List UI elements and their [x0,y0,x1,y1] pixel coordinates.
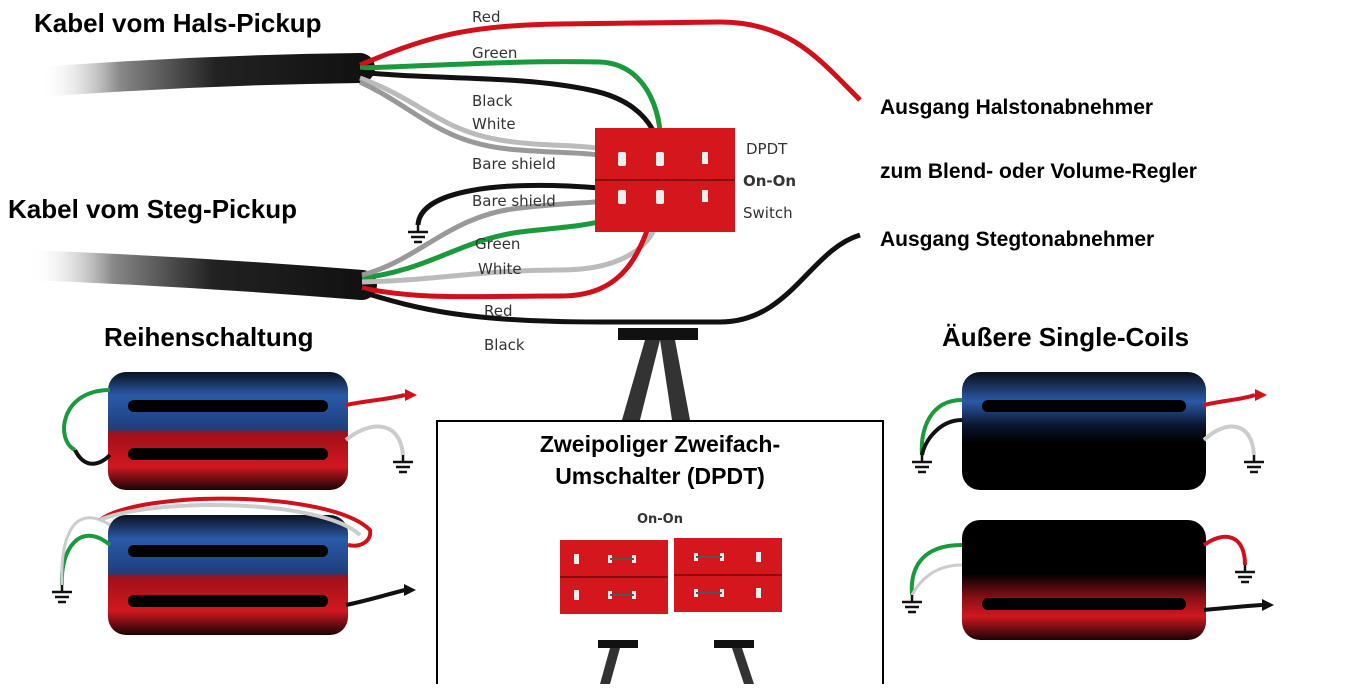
dpdt-position-2 [674,538,782,684]
wire-label-bridge-black: Black [484,336,525,354]
bridge-output-label: Ausgang Stegtonabnehmer [880,228,1155,251]
switch-label-switch: Switch [743,204,793,222]
bridge-red-wire [361,204,658,300]
single-coil-humbucker-2 [902,520,1274,640]
wire-label-neck-red: Red [472,8,501,26]
series-humbucker-1 [62,372,417,490]
ground-wire [415,182,601,226]
dpdt-info-box: Zweipoliger Zweifach- Umschalter (DPDT) … [436,420,884,684]
dpdt-switch [595,128,735,232]
neck-green-wire [359,59,664,161]
dpdt-info-svg [560,538,782,684]
wire-label-bridge-green: Green [475,235,520,253]
switch-label-onon: On-On [743,172,796,190]
ground-symbol [408,225,428,244]
neck-cable-heading: Kabel vom Hals-Pickup [34,8,322,38]
wire-label-neck-green: Green [472,44,517,62]
series-humbucker-2 [52,496,416,635]
wire-label-bridge-white: White [478,260,522,278]
blend-label: zum Blend- oder Volume-Regler [880,160,1197,183]
neck-red-wire [359,19,862,102]
dpdt-info-subtitle: On-On [636,512,683,527]
dpdt-info-title-line2: Umschalter (DPDT) [555,463,765,489]
series-heading: Reihenschaltung [104,322,314,352]
wire-label-neck-white: White [472,115,516,133]
wire-label-bridge-shield: Bare shield [472,192,556,210]
switch-label-dpdt: DPDT [746,140,788,158]
neck-output-label: Ausgang Halstonabnehmer [880,96,1154,119]
bridge-cable [15,250,377,300]
wire-label-bridge-red: Red [484,302,513,320]
neck-cable [25,53,375,97]
wire-label-neck-shield: Bare shield [472,155,556,173]
outer-single-coils-heading: Äußere Single-Coils [942,322,1190,352]
single-coil-humbucker-1 [912,372,1267,490]
bridge-white-wire [361,204,663,285]
dpdt-info-title-line1: Zweipoliger Zweifach- [539,431,781,457]
dpdt-info-title: Zweipoliger Zweifach- Umschalter (DPDT) [438,428,882,492]
dpdt-position-1 [560,540,668,684]
switch-toggle [618,328,698,420]
wire-label-neck-black: Black [472,92,513,110]
bridge-black-wire [361,232,861,325]
bridge-cable-heading: Kabel vom Steg-Pickup [8,194,297,224]
